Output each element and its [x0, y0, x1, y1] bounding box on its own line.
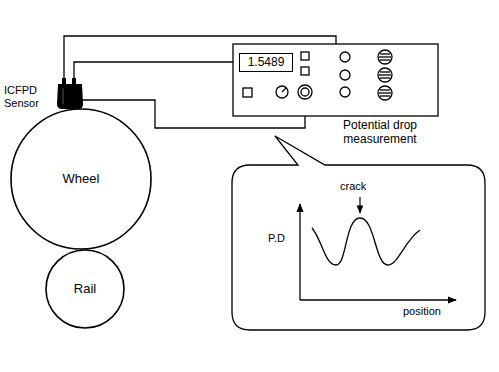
node-text: 1.5489: [248, 56, 285, 70]
node-text: Rail: [74, 282, 96, 297]
leader-arrow: [359, 197, 360, 213]
graph-axes: [300, 204, 456, 300]
potential-curve: [312, 218, 420, 265]
instrument-label: Potential drop measurement: [330, 119, 430, 147]
callout-bubble: [232, 136, 485, 330]
axis-label: position: [403, 305, 441, 318]
wheel-circle: Wheel: [10, 108, 152, 250]
sensor-label: ICFPD Sensor: [4, 84, 56, 109]
axis-label: P.D: [268, 232, 285, 245]
display-readout: 1.5489: [239, 53, 293, 72]
node-text: Wheel: [63, 172, 100, 187]
rail-circle: Rail: [45, 249, 125, 329]
sensor-probe: [57, 78, 83, 109]
crack-label: crack: [340, 180, 366, 193]
measuring-instrument: [233, 44, 438, 116]
